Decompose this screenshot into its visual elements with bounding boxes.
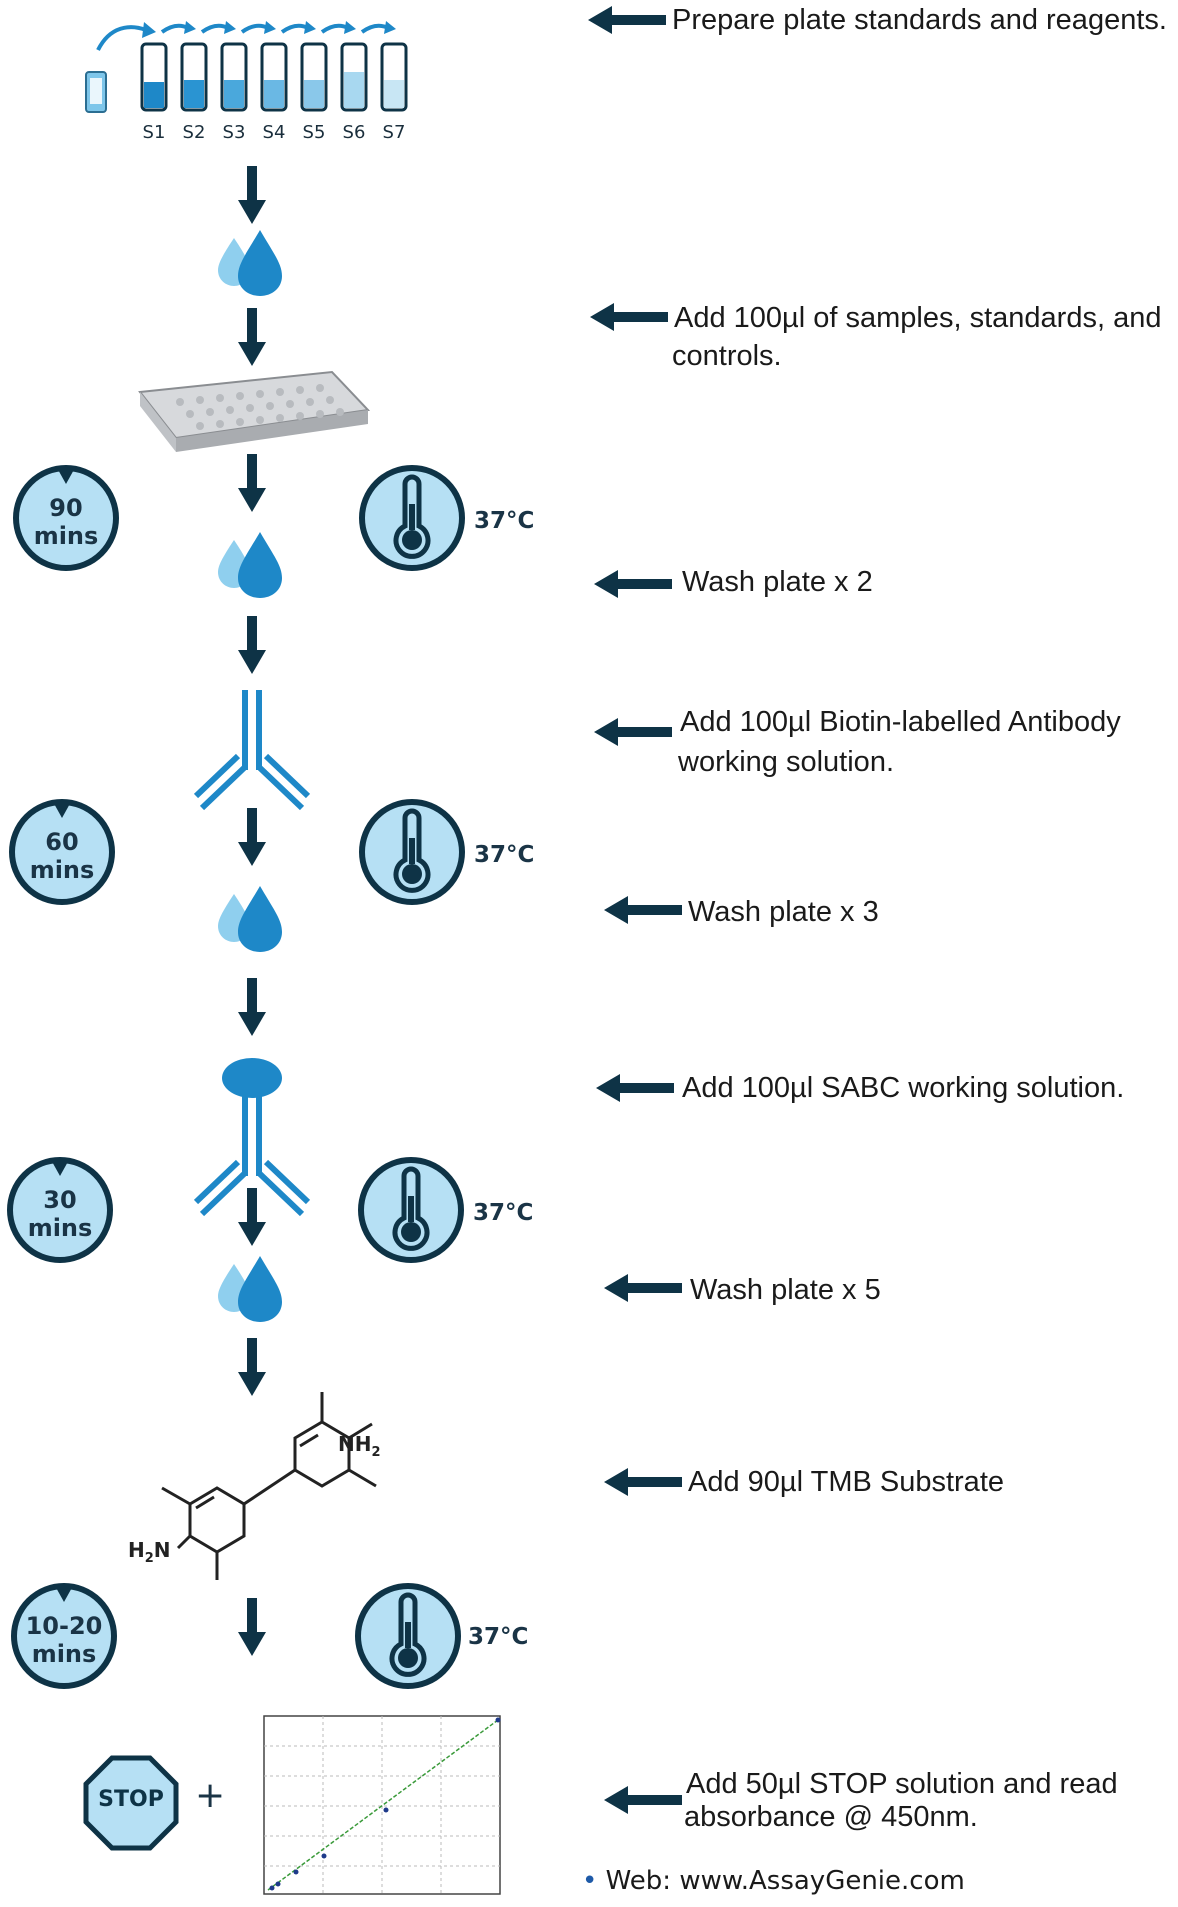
- timer-unit: mins: [31, 1640, 97, 1668]
- tube-label-s1: S1: [142, 122, 166, 143]
- left-arrow-icon: [604, 1468, 682, 1496]
- temperature-label: 37°C: [473, 1200, 534, 1226]
- timer-60: 60 mins: [7, 828, 117, 884]
- tube-label-s2: S2: [182, 122, 206, 143]
- timer-value: 10-20: [25, 1612, 103, 1640]
- step-add-samples-cont: controls.: [672, 340, 782, 372]
- timer-unit: mins: [33, 522, 99, 550]
- timer-unit: mins: [27, 1214, 93, 1242]
- thermometer-icon: [361, 1160, 461, 1260]
- left-arrow-icon: [604, 896, 682, 924]
- timer-90: 90 mins: [11, 494, 121, 550]
- footer-web: • Web: www.AssayGenie.com: [582, 1866, 965, 1896]
- tube-label-s7: S7: [382, 122, 406, 143]
- left-arrow-icon: [588, 6, 666, 34]
- amine-top-label: NH2: [338, 1432, 381, 1460]
- flow-arrow: [238, 1188, 266, 1246]
- step-sabc: Add 100µl SABC working solution.: [682, 1072, 1125, 1104]
- step-wash-2: Wash plate x 2: [682, 566, 873, 598]
- tube-row: [140, 21, 408, 112]
- timer-value: 30: [43, 1186, 77, 1214]
- droplet-icon: [218, 1256, 282, 1322]
- antibody-icon: [196, 690, 308, 808]
- left-arrow-icon: [590, 303, 668, 331]
- amine-left-label: H2N: [128, 1538, 171, 1566]
- thermometer-icon: [358, 1586, 458, 1686]
- footer-bullet: •: [582, 1866, 598, 1896]
- flow-arrow: [238, 808, 266, 866]
- tube-label-s6: S6: [342, 122, 366, 143]
- left-arrow-icon: [596, 1074, 674, 1102]
- amine-left-end: N: [153, 1538, 171, 1562]
- step-tmb: Add 90µl TMB Substrate: [688, 1466, 1004, 1498]
- standards-tubes-illustration: [85, 22, 156, 113]
- step-wash-3: Wash plate x 3: [688, 896, 879, 928]
- stop-sign-icon: [83, 1755, 179, 1851]
- step-stop: Add 50µl STOP solution and read: [686, 1768, 1118, 1800]
- timer-value: 60: [45, 828, 79, 856]
- step-wash-5: Wash plate x 5: [690, 1274, 881, 1306]
- droplet-icon: [218, 230, 282, 296]
- left-arrow-icon: [604, 1786, 682, 1814]
- timer-10-20: 10-20 mins: [9, 1612, 119, 1668]
- step-stop-cont: absorbance @ 450nm.: [684, 1801, 978, 1833]
- stop-sign-label: STOP: [98, 1787, 164, 1812]
- flow-arrow: [238, 616, 266, 674]
- timer-unit: mins: [29, 856, 95, 884]
- temperature-label: 37°C: [474, 842, 535, 868]
- tube-label-s3: S3: [222, 122, 246, 143]
- amine-left-sub: 2: [144, 1551, 154, 1566]
- tube-label-s5: S5: [302, 122, 326, 143]
- timer-30: 30 mins: [5, 1186, 115, 1242]
- amine-top-sub: 2: [371, 1445, 381, 1460]
- standard-curve-chart: [263, 1715, 501, 1895]
- step-biotin-antibody: Add 100µl Biotin-labelled Antibody: [680, 706, 1121, 738]
- flow-arrow: [238, 1338, 266, 1396]
- left-arrow-icon: [594, 718, 672, 746]
- step-prepare: Prepare plate standards and reagents.: [672, 4, 1167, 36]
- microplate-illustration: [138, 370, 371, 452]
- tube-label-s4: S4: [262, 122, 286, 143]
- temperature-label: 37°C: [474, 508, 535, 534]
- flow-arrow: [238, 1598, 266, 1656]
- droplet-icon: [218, 886, 282, 952]
- amine-left-text: H: [128, 1538, 145, 1562]
- tmb-molecule-icon: [161, 1392, 377, 1580]
- flow-arrow: [238, 978, 266, 1036]
- timer-value: 90: [49, 494, 83, 522]
- flow-arrow: [238, 308, 266, 366]
- step-add-samples: Add 100µl of samples, standards, and: [674, 302, 1162, 334]
- droplet-icon: [218, 532, 282, 598]
- left-arrow-icon: [594, 570, 672, 598]
- left-arrow-icon: [604, 1274, 682, 1302]
- flow-arrow: [238, 454, 266, 512]
- plus-sign: +: [195, 1775, 226, 1816]
- step-biotin-antibody-cont: working solution.: [678, 746, 894, 778]
- sabc-enzyme-icon: [222, 1058, 282, 1098]
- flow-arrow: [238, 166, 266, 224]
- thermometer-icon: [362, 468, 462, 568]
- temperature-label: 37°C: [468, 1624, 529, 1650]
- thermometer-icon: [362, 802, 462, 902]
- footer-text[interactable]: Web: www.AssayGenie.com: [605, 1866, 965, 1896]
- amine-top-text: NH: [338, 1432, 372, 1456]
